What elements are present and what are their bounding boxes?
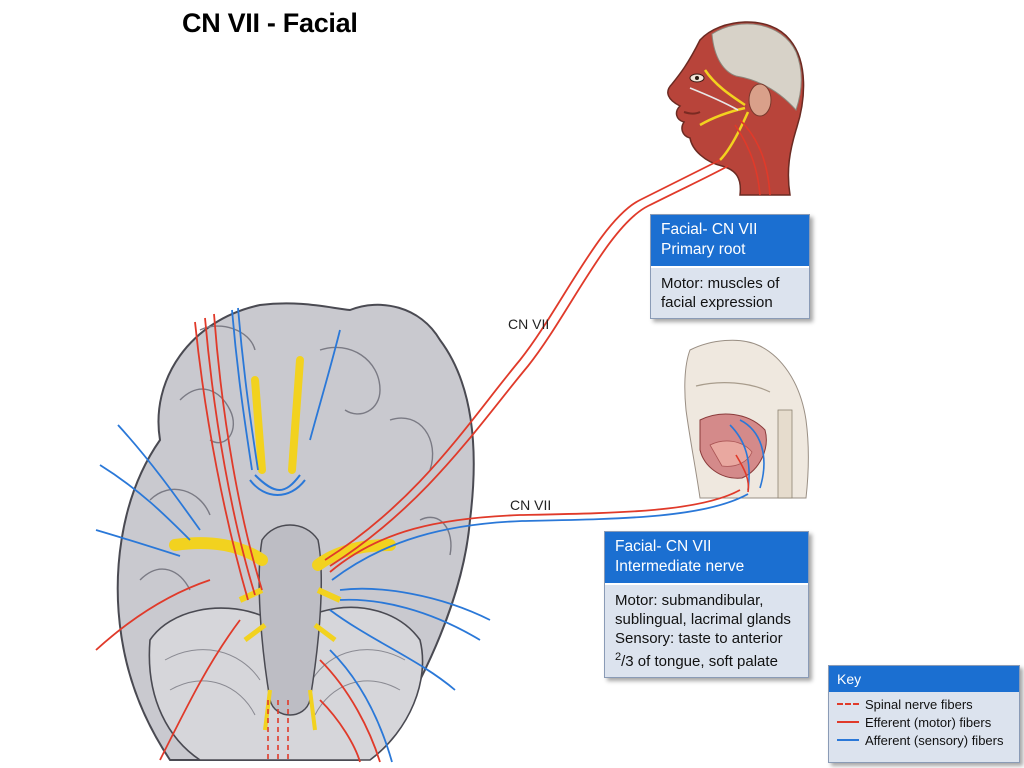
key-item-label: Efferent (motor) fibers — [865, 714, 992, 730]
head-illustration — [667, 21, 805, 196]
intermediate-nerve-body: Motor: submandibular, sublingual, lacrim… — [605, 583, 808, 677]
primary-root-header: Facial- CN VII Primary root — [651, 215, 809, 266]
intermediate-body-line: sublingual, lacrimal glands — [615, 611, 791, 628]
intermediate-body-line: Motor: submandibular, — [615, 592, 764, 609]
primary-root-box: Facial- CN VII Primary root Motor: muscl… — [650, 214, 810, 319]
key-item-label: Afferent (sensory) fibers — [865, 732, 1004, 748]
intermediate-header-line: Facial- CN VII — [615, 538, 712, 555]
oral-section-illustration — [684, 339, 809, 499]
brain-inferior-view — [116, 302, 475, 761]
intermediate-header-line: Intermediate nerve — [615, 558, 745, 575]
key-item: Spinal nerve fibers — [829, 695, 1019, 713]
key-item-label: Spinal nerve fibers — [865, 696, 973, 712]
left-fibers — [95, 307, 341, 761]
key-item: Efferent (motor) fibers — [829, 713, 1019, 731]
fraction-numerator: 2 — [615, 651, 622, 663]
right-fibers — [267, 587, 491, 763]
intermediate-nerve-box: Facial- CN VII Intermediate nerve Motor:… — [604, 531, 809, 678]
key-item: Afferent (sensory) fibers — [829, 731, 1019, 749]
intermediate-nerve-header: Facial- CN VII Intermediate nerve — [605, 532, 808, 583]
primary-root-header-line: Facial- CN VII — [661, 221, 758, 238]
fraction-rest: /3 of tongue, soft palate — [621, 653, 778, 670]
blue-line-swatch — [837, 739, 859, 741]
primary-root-body-line: Motor: muscles of — [661, 275, 780, 292]
legend-key: Key Spinal nerve fibers Efferent (motor)… — [828, 665, 1020, 763]
red-line-swatch — [837, 721, 859, 723]
cn7-label-lower: CN VII — [510, 497, 552, 513]
intermediate-body-line: Sensory: taste to anterior — [615, 630, 783, 647]
cn7-intermediate-fibers — [329, 489, 749, 581]
cn7-primary-root-fibers — [324, 159, 729, 567]
intermediate-body-fraction-line: 2/3 of tongue, soft palate — [615, 648, 798, 671]
primary-root-body: Motor: muscles of facial expression — [651, 266, 809, 318]
key-title: Key — [829, 666, 1019, 692]
dashed-line-swatch — [837, 703, 859, 705]
cn7-label-upper: CN VII — [508, 316, 550, 332]
slide-title: CN VII - Facial — [182, 8, 358, 38]
primary-root-header-line: Primary root — [661, 241, 746, 258]
primary-root-body-line: facial expression — [661, 294, 773, 311]
